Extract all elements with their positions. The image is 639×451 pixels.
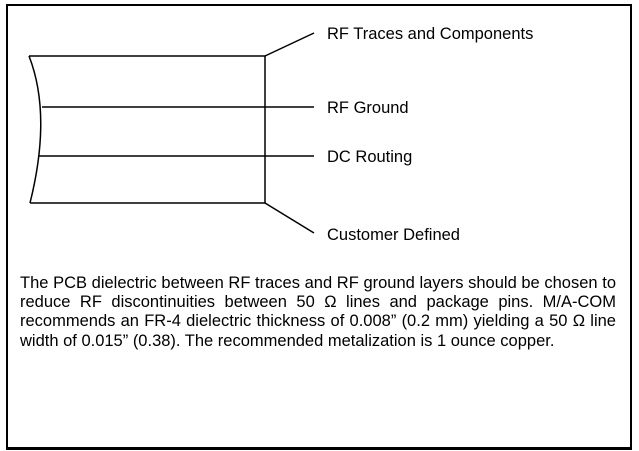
customer-defined-leader-line (264, 202, 315, 234)
rf-traces-leader-line (264, 32, 315, 57)
dc-routing-label: DC Routing (327, 148, 412, 166)
figure-frame (6, 4, 632, 450)
customer-defined-label: Customer Defined (327, 226, 460, 244)
rf-ground-label: RF Ground (327, 99, 409, 117)
pcb-stackup-diagram: RF Traces and Components RF Ground DC Ro… (28, 25, 533, 244)
pcb-stack-outline (28, 55, 266, 204)
dielectric-description: The PCB dielectric between RF traces and… (20, 274, 616, 350)
rf-traces-label: RF Traces and Components (327, 25, 533, 43)
